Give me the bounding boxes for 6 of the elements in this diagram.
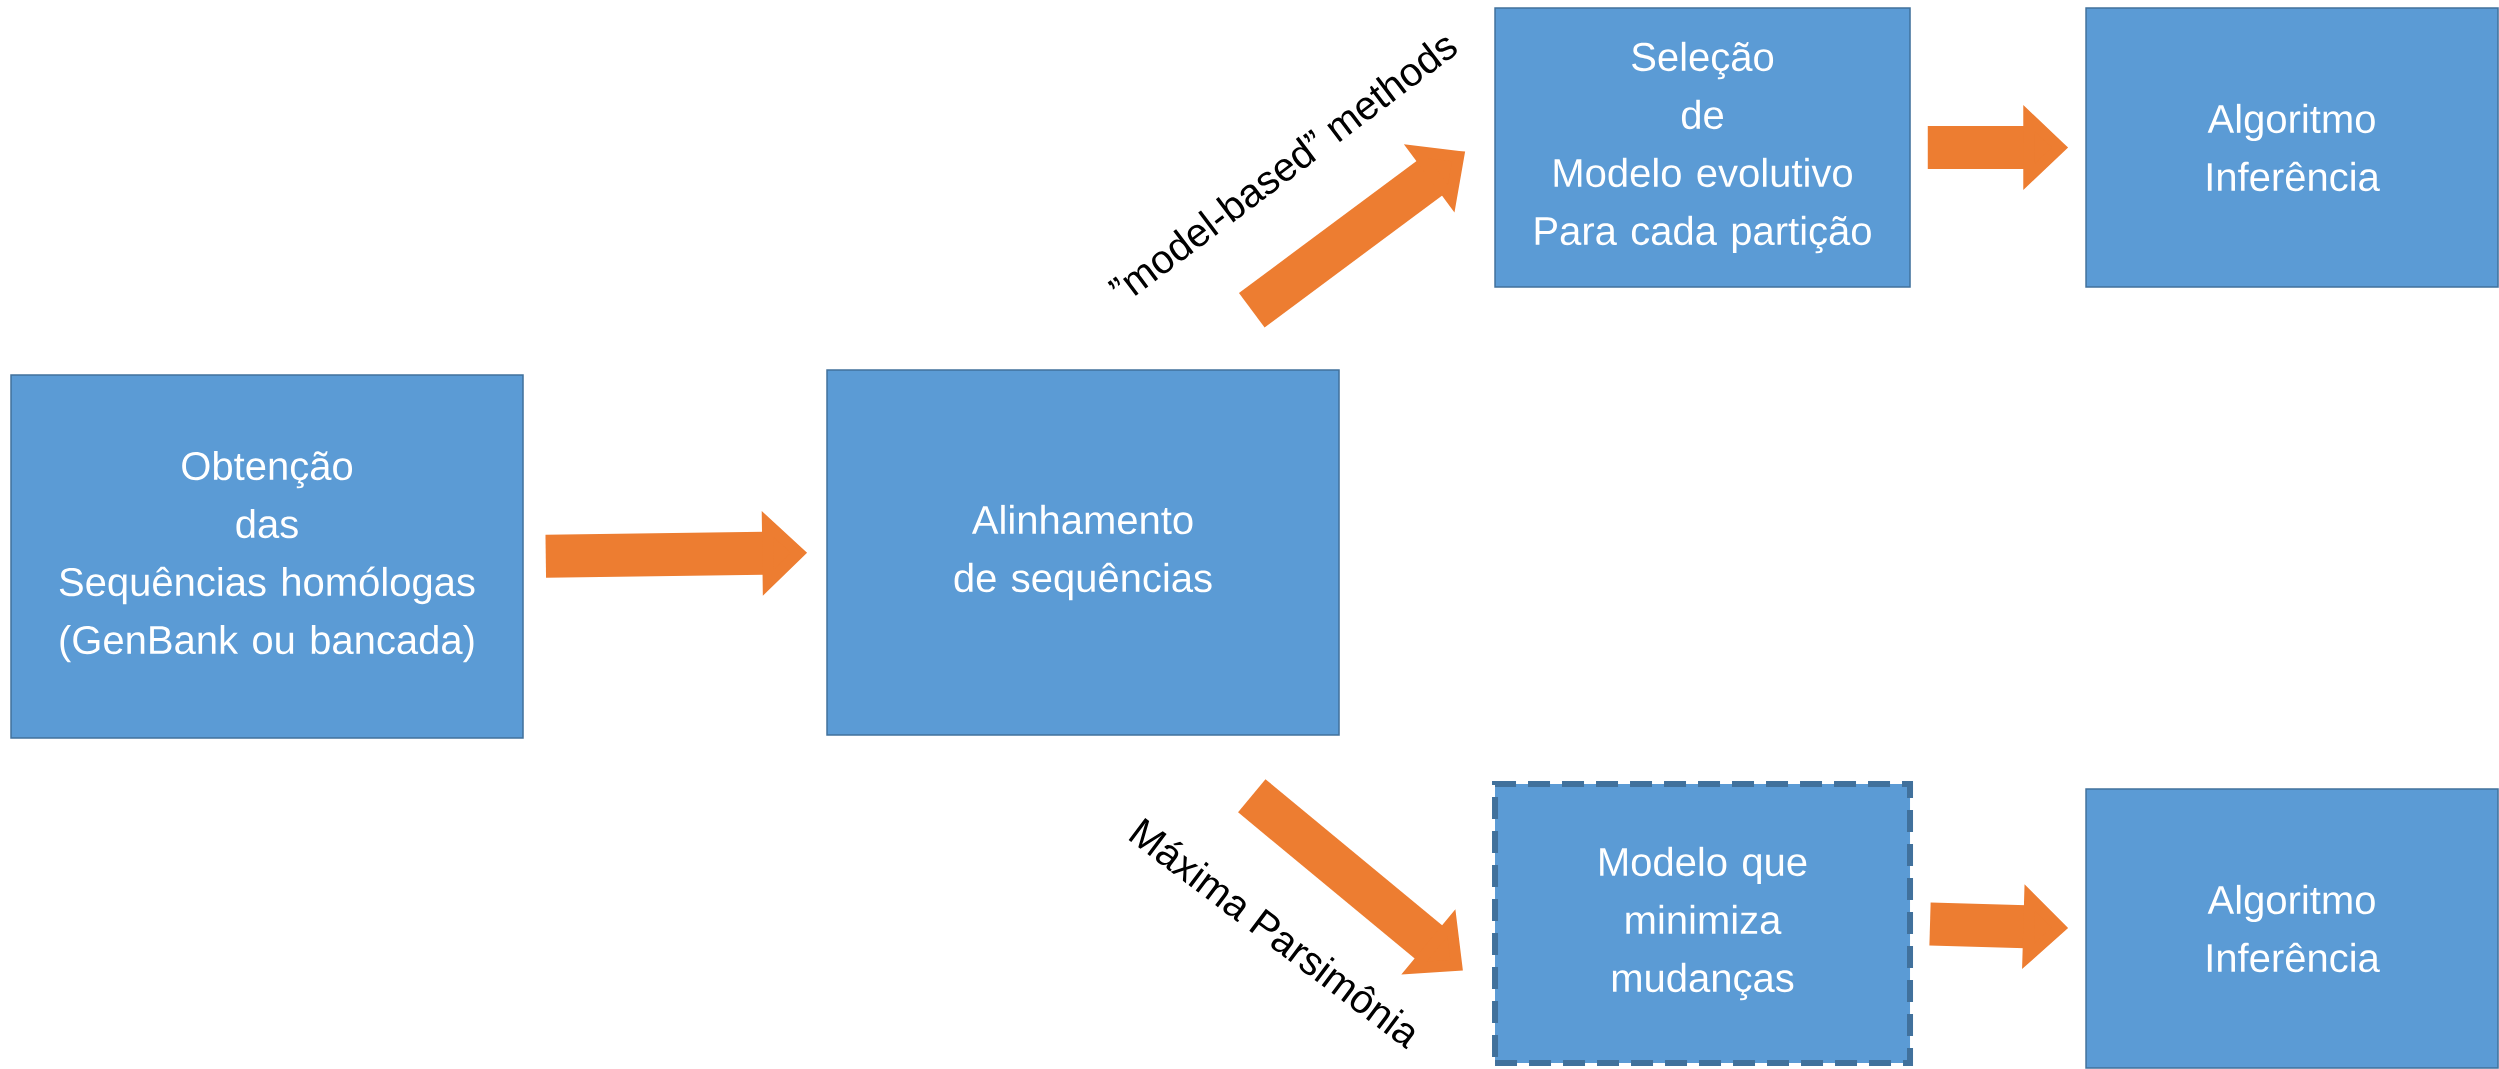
process-box: Obtenção das Sequências homólogas (GenBank ou bancada) [10,374,524,739]
process-box: Alinhamento de sequências [826,369,1340,736]
process-box: Modelo que minimiza mudanças [1492,781,1914,1066]
process-box: Seleção de Modelo evolutivo Para cada partição [1494,7,1911,288]
process-box: Algoritmo Inferência [2085,7,2499,288]
process-box: Algoritmo Inferência [2085,788,2499,1069]
